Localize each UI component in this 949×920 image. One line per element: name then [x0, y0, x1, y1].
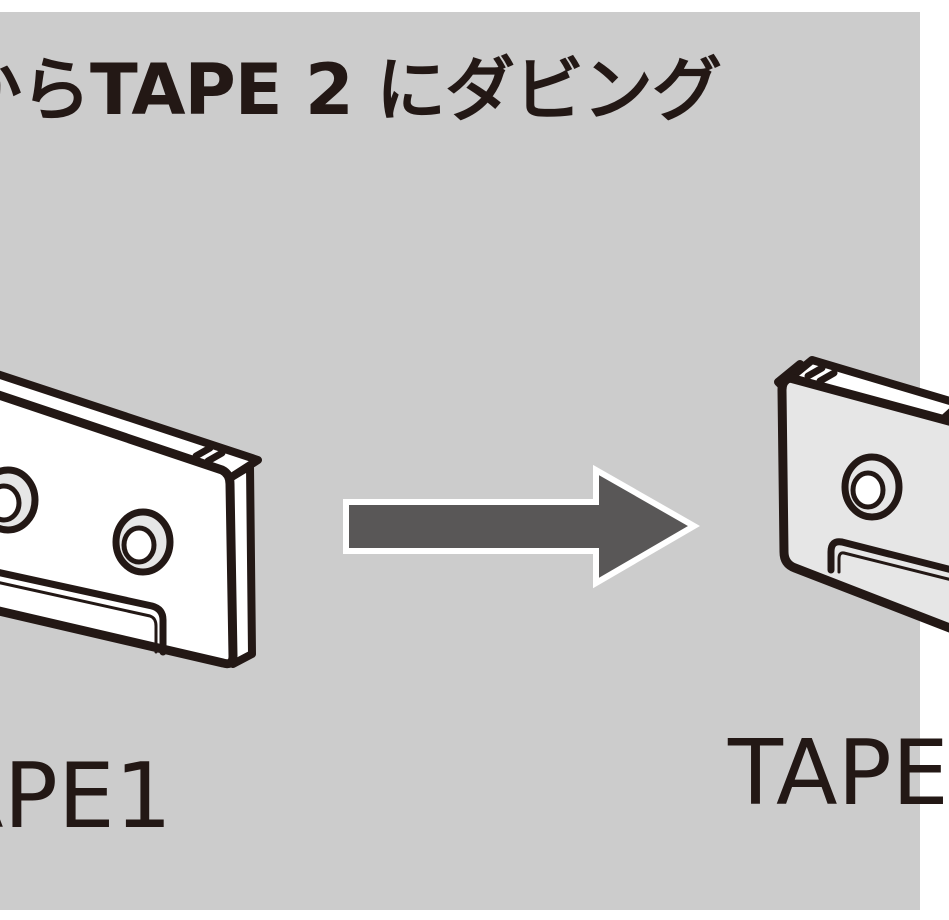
illustration-frame: からTAPE 2 にダビング APE1 TAPE	[0, 12, 949, 910]
target-cassette-window	[827, 538, 949, 574]
target-cassette-window-inner	[837, 551, 949, 581]
source-cassette-reel-right-hub	[121, 525, 157, 565]
source-cassette-stripe	[192, 444, 214, 460]
target-cassette-icon	[774, 356, 949, 633]
right-arrow-icon	[343, 464, 701, 589]
target-cassette-reel-hub	[850, 470, 886, 510]
illustration-canvas	[0, 12, 949, 910]
source-cassette-window	[0, 569, 167, 656]
illustration-panel: からTAPE 2 にダビング APE1 TAPE	[0, 12, 949, 910]
dubbing-heading: からTAPE 2 にダビング	[0, 49, 722, 131]
source-tape-label: APE1	[0, 744, 172, 849]
source-cassette-window-inner	[0, 581, 158, 654]
right-arrow-shape	[343, 464, 701, 589]
target-cassette-stripe	[816, 369, 838, 385]
target-tape-label: TAPE	[728, 721, 949, 826]
source-cassette-reel-left-hub	[0, 483, 22, 523]
source-cassette-stripe	[204, 449, 226, 465]
target-cassette-stripe	[804, 364, 826, 380]
source-cassette-icon	[0, 370, 262, 669]
